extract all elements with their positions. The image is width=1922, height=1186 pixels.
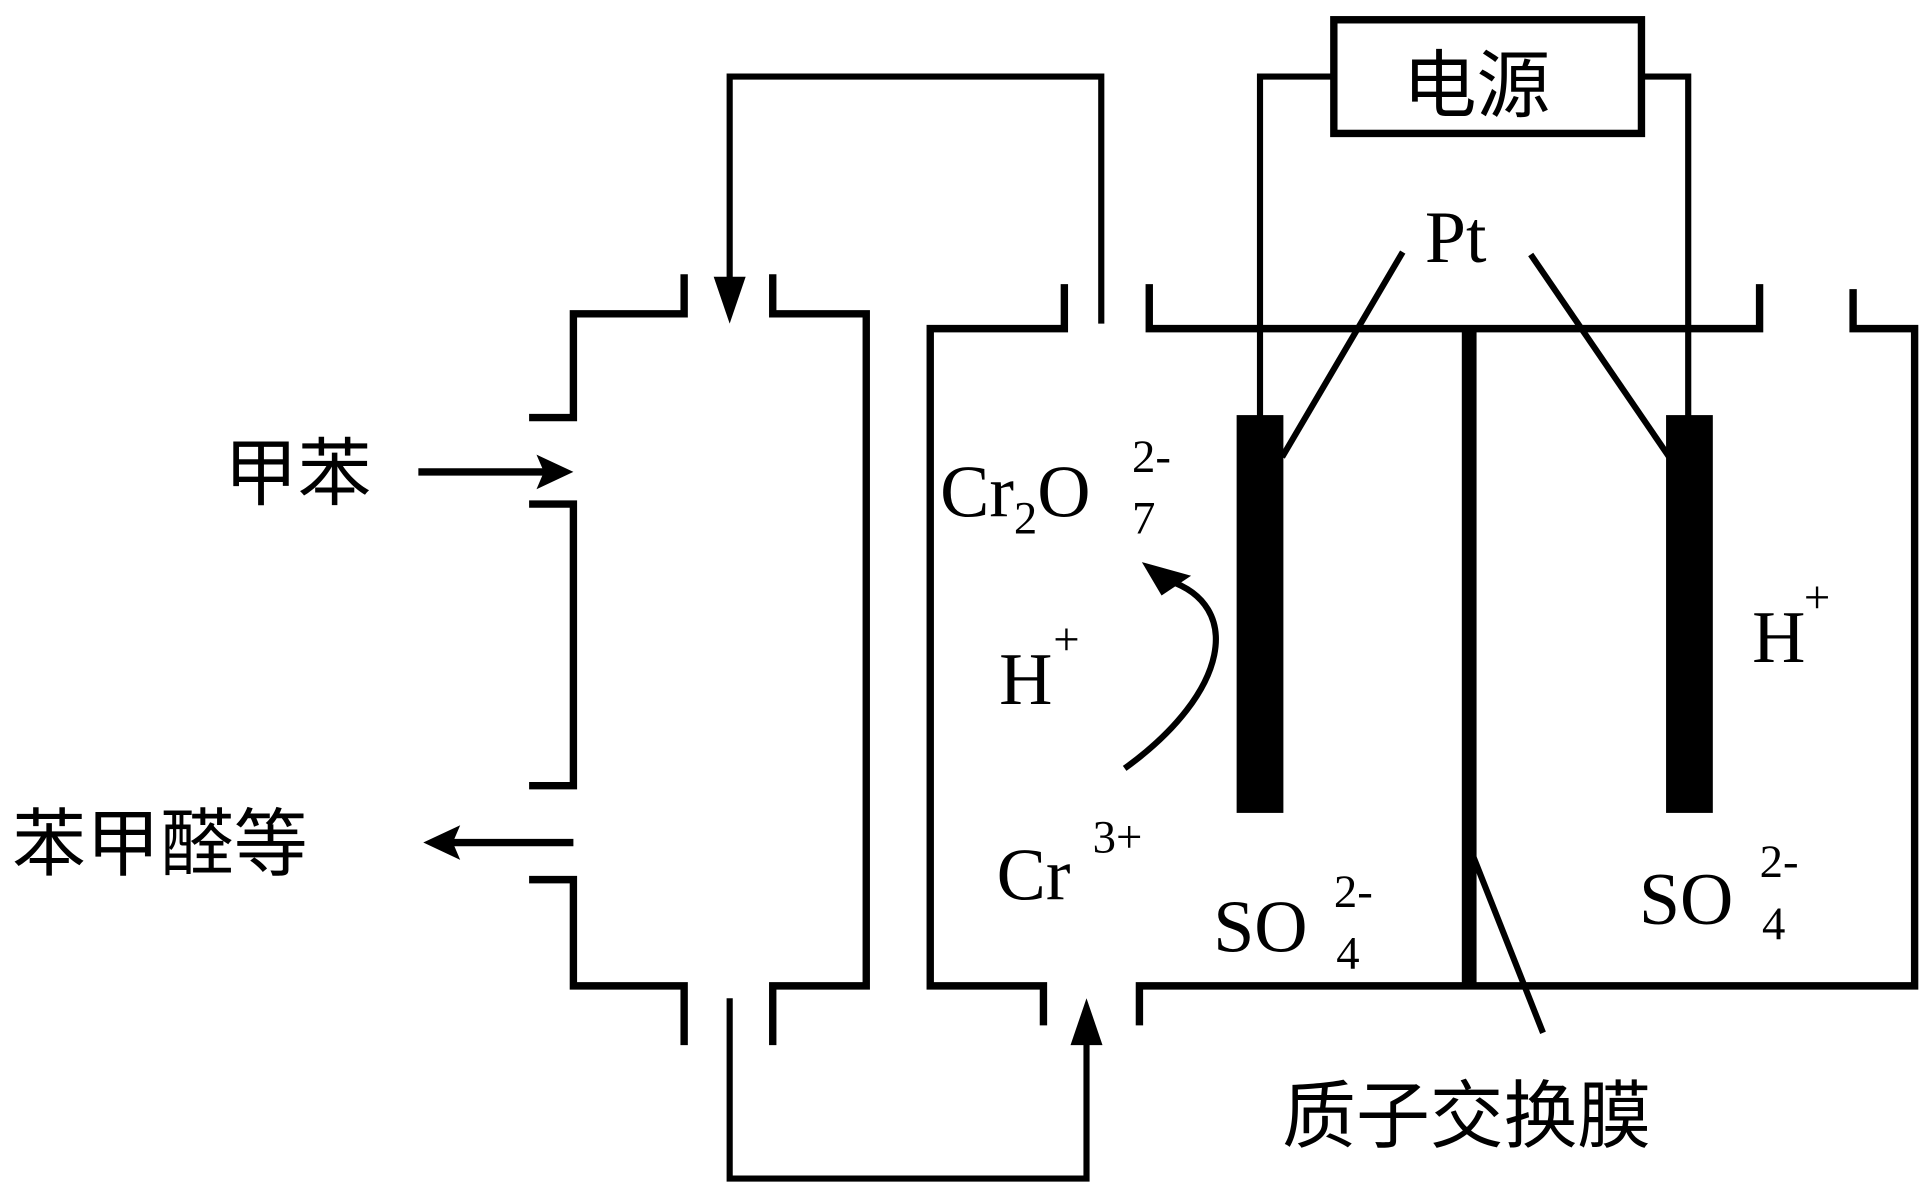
membrane-label: 质子交换膜 <box>1282 1076 1651 1158</box>
reactor-top-right-wall <box>769 274 870 1046</box>
electrolytic-cell <box>926 284 1919 1026</box>
benzaldehyde-output-label: 苯甲醛等 <box>12 805 307 887</box>
cell-top-lid <box>1145 284 1764 333</box>
cathode-electrode <box>1666 415 1713 813</box>
chromium-charge: 3+ <box>1093 811 1143 863</box>
dichromate-charge: 2- <box>1132 431 1171 483</box>
recirculation-pipes <box>713 73 1105 1182</box>
cathode-proton-label: H <box>1752 597 1805 679</box>
arrow-right-icon <box>536 454 574 490</box>
arrow-down-icon <box>713 276 746 324</box>
dichromate-label: Cr2O <box>940 451 1091 544</box>
anode-proton-charge: + <box>1053 614 1079 666</box>
wire-left <box>1256 73 1334 418</box>
reaction-curve <box>1122 577 1219 771</box>
arrow-up-icon <box>1070 998 1103 1046</box>
cell-left-wall <box>926 284 1069 1026</box>
reactor-vessel <box>529 274 870 1046</box>
cell-bottom-wall <box>1135 289 1919 1026</box>
pt-label: Pt <box>1425 197 1487 279</box>
reactor-left-wall-middle <box>529 500 578 790</box>
reactor-top-left-wall <box>529 274 688 422</box>
pt-leader-left <box>1279 250 1406 459</box>
top-pipe <box>726 73 1105 324</box>
cathode-proton-charge: + <box>1804 572 1830 624</box>
wire-right <box>1641 73 1692 418</box>
anode-sulfate-label: SO <box>1213 886 1307 968</box>
bottom-pipe <box>726 998 1090 1182</box>
anode-proton-label: H <box>999 639 1052 721</box>
chromium-label: Cr <box>997 834 1071 916</box>
cathode-sulfate-charge: 2- <box>1760 836 1799 888</box>
cathode-sulfate-label: SO <box>1639 859 1733 941</box>
toluene-input-label: 甲苯 <box>224 434 372 516</box>
reaction-arrow-icon <box>1141 562 1192 596</box>
power-supply-label: 电源 <box>1403 46 1551 128</box>
cathode-sulfate-subscript: 4 <box>1762 898 1785 950</box>
anode-sulfate-subscript: 4 <box>1336 927 1359 979</box>
pt-leader-right <box>1528 252 1674 462</box>
arrow-left-icon <box>423 825 461 860</box>
anode-sulfate-charge: 2- <box>1334 866 1373 918</box>
anode-electrode <box>1236 415 1284 813</box>
dichromate-subscript: 7 <box>1132 493 1155 545</box>
reactor-left-wall-bottom <box>529 875 688 1046</box>
membrane-leader <box>1468 851 1546 1034</box>
